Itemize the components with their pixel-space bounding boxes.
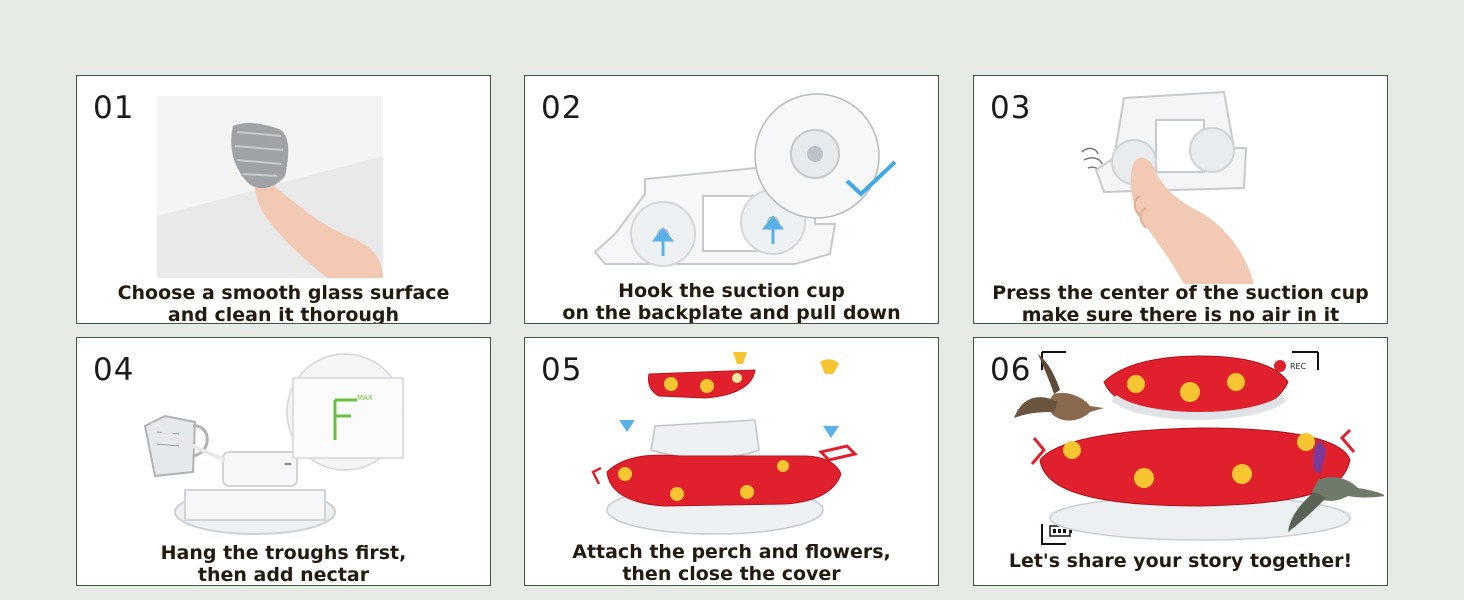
feeder-scene-illustration: REC	[1014, 351, 1384, 545]
caption-line: Attach the perch and flowers,	[572, 541, 891, 563]
suction-hook-illustration	[593, 93, 897, 267]
step-number: 06	[990, 352, 1032, 388]
assembly-illustration	[591, 352, 858, 535]
hummingbird-icon	[1014, 354, 1384, 532]
step-number: 03	[990, 90, 1032, 126]
flower-cover-icon	[648, 352, 756, 399]
caption-line: then add nectar	[197, 564, 370, 586]
caption-line: Press the center of the suction cup	[992, 282, 1369, 304]
trough-icon	[174, 451, 336, 535]
step-caption: Press the center of the suction cup make…	[974, 282, 1387, 324]
step-panel-01: 01 Choose a smooth glass surface and cle…	[76, 75, 491, 324]
caption-line: then close the cover	[622, 563, 841, 585]
step-number: 05	[541, 352, 583, 388]
step-caption: Hang the troughs first, then add nectar	[77, 542, 490, 586]
up-arrow-icon	[651, 215, 785, 256]
backplate-icon	[1094, 90, 1248, 194]
caption-line: Choose a smooth glass surface	[117, 282, 450, 304]
press-cup-illustration	[1081, 90, 1254, 284]
step-caption: Let's share your story together!	[974, 550, 1387, 572]
step-number: 01	[93, 90, 135, 126]
caption-line: Hook the suction cup	[618, 280, 845, 302]
feeder-icon	[1030, 355, 1356, 541]
step-panel-05: 05 Attach the perch and flower	[524, 337, 939, 586]
caption-line: and clean it thorough	[167, 304, 400, 324]
caption-line: make sure there is no air in it	[1021, 304, 1340, 324]
step-caption: Choose a smooth glass surface and clean …	[77, 282, 490, 324]
caption-line: on the backplate and pull down	[562, 302, 901, 324]
max-line-icon: MAX	[333, 394, 373, 440]
finger-press-icon	[1130, 157, 1254, 284]
max-label: MAX	[357, 394, 373, 402]
step-panel-04: 04 MAX Hang the troughs first, then add …	[76, 337, 491, 586]
step-caption: Attach the perch and flowers, then close…	[525, 541, 938, 585]
caption-line: Let's share your story together!	[1008, 550, 1353, 572]
step-panel-06: 06 REC	[973, 337, 1388, 586]
record-icon	[1274, 360, 1286, 372]
rec-label: REC	[1290, 362, 1307, 371]
down-arrow-icon	[619, 398, 839, 438]
checkmark-icon	[845, 160, 897, 197]
cleaning-illustration	[157, 96, 383, 278]
step-number: 04	[93, 352, 135, 388]
step-number: 02	[541, 90, 583, 126]
step-caption: Hook the suction cup on the backplate an…	[525, 280, 938, 324]
cloth-icon	[231, 123, 289, 189]
step-panel-02: 02 Hook the suction cup on the backplate…	[524, 75, 939, 324]
feeder-base-icon	[591, 419, 842, 535]
fill-nectar-illustration: MAX	[143, 353, 404, 535]
caption-line: Hang the troughs first,	[160, 542, 407, 564]
step-panel-03: 03 Press the center of the suction cup m…	[973, 75, 1388, 324]
perch-icon	[818, 444, 858, 462]
